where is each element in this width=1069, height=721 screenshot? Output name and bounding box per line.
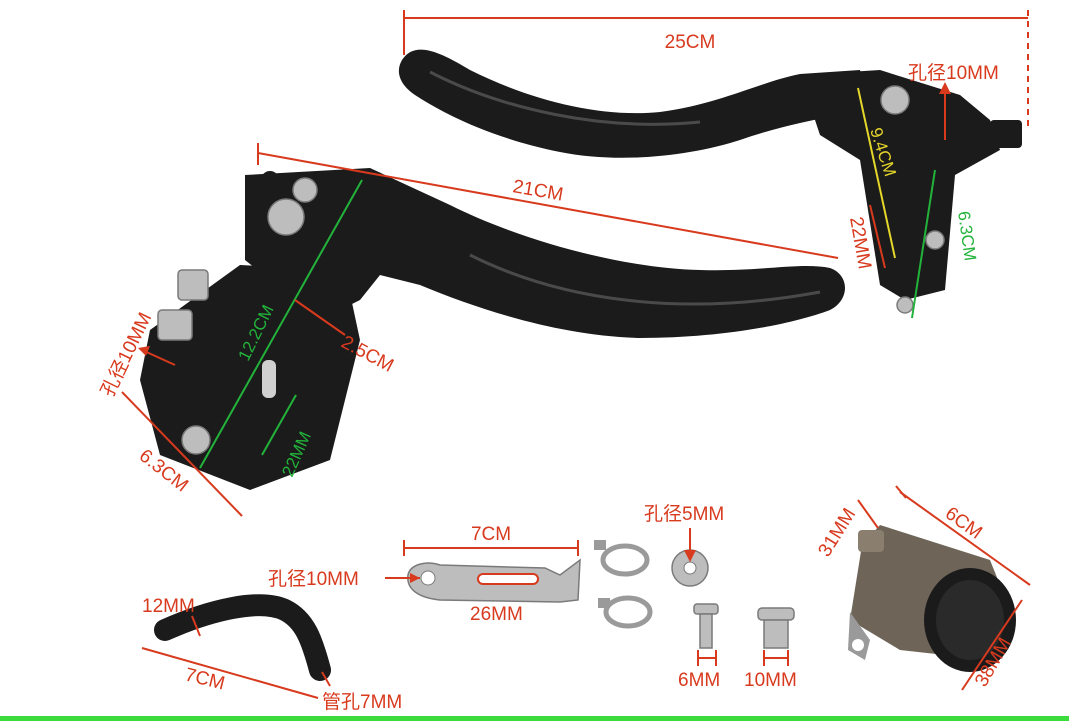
label-bracket-slot: 26MM	[470, 604, 523, 625]
label-mid-length: 21CM	[511, 176, 565, 205]
top-clutch-lever	[398, 49, 1022, 314]
screw-10mm: 10MM	[744, 607, 797, 691]
mirror-bracket	[407, 558, 581, 603]
dim-bracket-length: 7CM	[403, 524, 579, 556]
fluid-reservoir	[848, 525, 1016, 672]
brake-master-cylinder-lever	[140, 168, 845, 490]
screw-6mm: 6MM	[678, 603, 720, 691]
label-top-hole: 孔径10MM	[908, 62, 999, 84]
dim-bracket-hole: 孔径10MM	[268, 568, 420, 590]
label-hose-length: 7CM	[183, 664, 227, 694]
label-screw-small: 6MM	[678, 670, 720, 691]
label-hose-bore: 管孔7MM	[322, 691, 402, 713]
label-reservoir-neck: 31MM	[814, 505, 860, 561]
label-top-length: 25CM	[665, 32, 716, 53]
label-hose-diameter: 12MM	[142, 596, 195, 617]
label-bracket-length: 7CM	[471, 524, 511, 545]
label-top-depth: 6.3CM	[954, 210, 980, 262]
label-bracket-hole: 孔径10MM	[268, 568, 359, 590]
hose-clips	[594, 540, 653, 629]
dim-top-length: 25CM	[403, 10, 1029, 130]
reservoir-hose: 12MM 7CM 管孔7MM	[141, 594, 402, 713]
label-clip-hole: 孔径5MM	[644, 503, 724, 525]
bottom-rule	[0, 716, 1069, 721]
lock-nut: 孔径5MM	[644, 503, 724, 587]
label-screw-large: 10MM	[744, 670, 797, 691]
dim-top-hole: 孔径10MM	[908, 62, 999, 140]
